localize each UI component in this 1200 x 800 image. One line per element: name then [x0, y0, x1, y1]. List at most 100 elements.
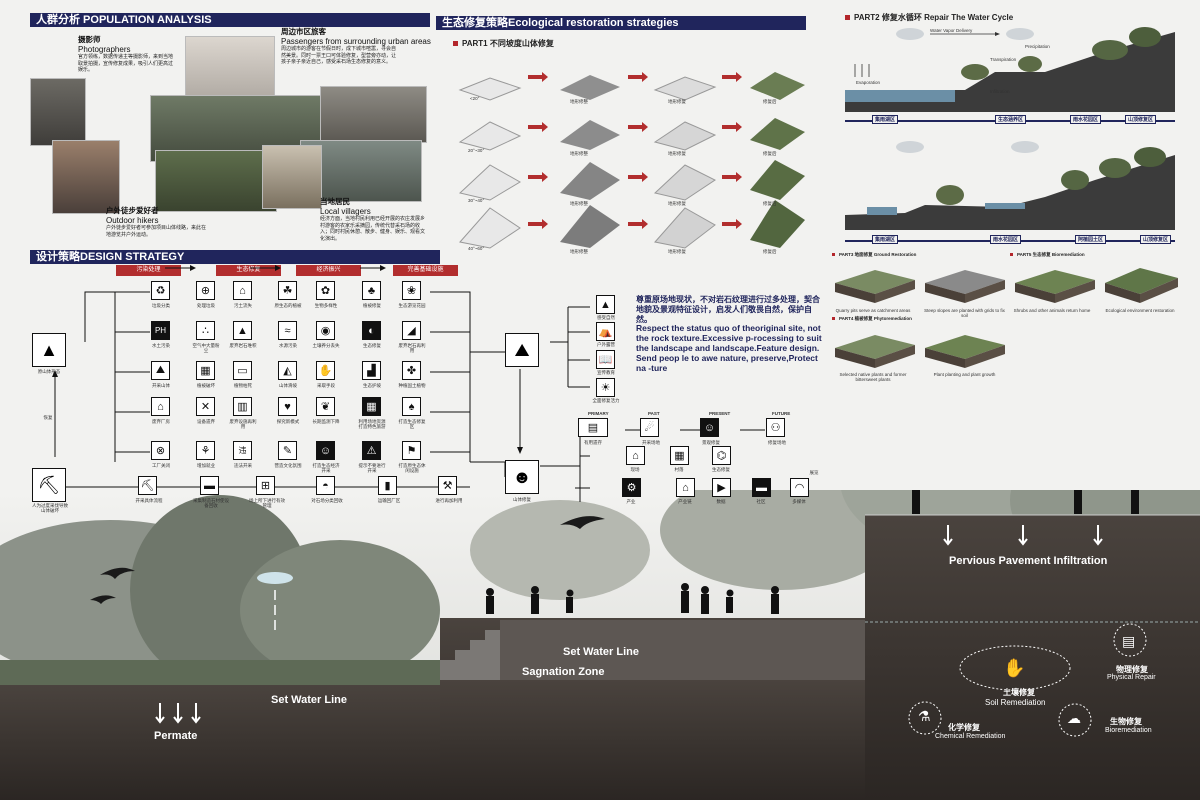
photographer-en: Photographers: [78, 45, 131, 54]
grid-icon-r5c4: ✎: [278, 441, 297, 460]
process-icon-2: ▬: [200, 476, 219, 495]
gl-r5c7: 打造原生态休闲设施: [398, 463, 426, 473]
part5-title: PART5 生态修复 Bioremediation: [1010, 252, 1085, 258]
grid-icon-r5c2: ⚘: [196, 441, 215, 460]
grid-icon-r1c7: ❀: [402, 281, 421, 300]
process-icon-5: ▮: [378, 476, 397, 495]
row1-lab2: 地形修复: [668, 99, 686, 104]
hiker-photo: [52, 140, 120, 214]
photographer-cn: 摄影师: [78, 35, 101, 44]
villager-block: 当地居民 Local villagers 经济方面，当地村民利用已经开展的农庄发…: [320, 196, 425, 242]
process-icon-6: ⚒: [438, 476, 457, 495]
water-cycle-diagram-bottom: [845, 141, 1175, 230]
photographer-block: 摄影师 Photographers 官方领练，数据传递主等摄影师，来到当地取景拍…: [78, 34, 173, 74]
category-ecology: 生态修复: [216, 265, 281, 276]
nature-feel-icon: ▲: [596, 295, 615, 314]
pervious-label: Pervious Pavement Infiltration: [949, 555, 1108, 567]
grid-icon-r1c1: ♻: [151, 281, 170, 300]
vitality-icon: ☀: [596, 378, 615, 397]
mountain-label: 原山体形态: [37, 369, 61, 374]
gl-r4c5: 长期监测下降: [312, 419, 340, 424]
flow-lab-8: 产业: [626, 499, 636, 504]
grid-icon-r2c6: ◐: [362, 321, 381, 340]
slope-restoration-grid: [458, 72, 805, 249]
wc-label-transp: Transpiration: [990, 57, 1017, 62]
grid-icon-r4c6: ▦: [362, 397, 381, 416]
grid-icon-r4c5: ❦: [316, 397, 335, 416]
flow-lab-6: 村落: [674, 467, 684, 472]
grid-icon-r4c2: ✕: [196, 397, 215, 416]
row2-lab2: 地形修复: [668, 151, 686, 156]
population-header: 人群分析 POPULATION ANALYSIS: [30, 13, 430, 27]
timeline-primary: PRIMARY: [588, 411, 609, 416]
physical-cn: 物理修复: [1116, 665, 1148, 674]
row1-lab3: 修复后: [763, 99, 777, 104]
hiker-block: 户外徒步爱好者 Outdoor hikers 户外徒步爱好者可参加项目山体线路，…: [106, 205, 206, 238]
process-icon-3: ⊞: [256, 476, 275, 495]
category-pollution: 污染处理: [116, 265, 181, 276]
fr-icon-6: ▶: [712, 478, 731, 497]
hiker-desc: 户外徒步爱好者可参加项目山体线路，来此在地游览并户外运动。: [106, 225, 207, 238]
bio-cn: 生物修复: [1110, 717, 1142, 726]
fr-icon-4: ⚙: [622, 478, 641, 497]
gl-r2c6: 生态修复: [363, 343, 381, 348]
gl-r4c2: 设备遗弃: [197, 419, 215, 424]
gl-r3c5: 采取手段: [317, 383, 335, 388]
physical-en: Physical Repair: [1107, 674, 1156, 681]
row3-lab1: 地形修整: [570, 201, 588, 206]
gl-r3c2: 植被破坏: [197, 383, 215, 388]
soil-remediation-icon: ✋: [1003, 658, 1026, 678]
restoration-blocks: [835, 268, 1178, 368]
grid-icon-r5c5: ☺: [316, 441, 335, 460]
gl-r1c4: 原生态的植被: [274, 303, 302, 308]
statement-cn: 尊重原场地现状，不对岩石纹理进行过多处理，契合地貌及景观特征设计，启发人们敬畏自…: [636, 295, 820, 324]
gl-r2c5: 土壤养分丢失: [312, 343, 340, 348]
gl-r5c2: 增加就业: [197, 463, 215, 468]
process-label-6: 进行再加利用: [435, 498, 463, 503]
process-icon-4: ◓: [316, 476, 335, 495]
grid-icon-r2c7: ◢: [402, 321, 421, 340]
villager-en: Local villagers: [320, 207, 371, 216]
seg1-b: 生态涵养区: [995, 115, 1027, 124]
wc-label-precip: Precipitation: [1025, 44, 1050, 49]
process-label-3: 场上所下进行有效管理: [249, 498, 285, 508]
gl-r2c3: 废弃岩石堆积: [229, 343, 257, 348]
set-water-line-1: Set Water Line: [563, 646, 639, 658]
row3-lab3: 修复后: [763, 201, 777, 206]
flow-left-label: 山体修复: [513, 497, 531, 502]
seg1-c: 雨水花园区: [1070, 115, 1102, 124]
tourist-desc: 周边城市的游客在节假日时，成下城市喧嚣，寻会自然美景。同时一票王口可体验修复，型…: [281, 46, 397, 65]
right-icon-label-1: 感受自然: [597, 315, 615, 320]
gl-r1c6: 植被修复: [363, 303, 381, 308]
grid-icon-r2c3: ▲: [233, 321, 252, 340]
fr-icon-1: ⌂: [626, 446, 645, 465]
category-economy: 经济振兴: [296, 265, 361, 276]
flow-lab-3: 景观修复: [702, 440, 720, 445]
gl-r2c1: 水土污染: [152, 343, 170, 348]
cap4: Ecological environment restoration: [1105, 308, 1175, 313]
grid-icon-r5c1: ⊗: [151, 441, 170, 460]
cap5: Selected native plants and former bitter…: [839, 372, 907, 382]
landscape-section-illustration: [0, 490, 1200, 800]
grid-icon-r3c5: ✋: [316, 361, 335, 380]
cliff-photo: [320, 86, 427, 143]
seg1-d: 山顶修复区: [1125, 115, 1157, 124]
gl-r2c7: 废弃岩石再利用: [398, 343, 426, 353]
grid-icon-r4c4: ♥: [278, 397, 297, 416]
gl-r1c5: 生物多样性: [314, 303, 338, 308]
grid-icon-r2c5: ◉: [316, 321, 335, 340]
set-water-line-2: Set Water Line: [271, 694, 347, 706]
gl-r5c4: 营造文化氛围: [274, 463, 302, 468]
hiker-en: Outdoor hikers: [106, 216, 159, 225]
design-header: 设计策略DESIGN STRATEGY: [30, 250, 440, 264]
gl-r4c4: 探究新模式: [276, 419, 300, 424]
slope-label-3: 30°~40°: [468, 198, 485, 203]
row2-lab1: 地形修整: [570, 151, 588, 156]
chemical-en: Chemical Remediation: [935, 733, 1006, 740]
fr-icon-7: ▬: [752, 478, 771, 497]
statement-en: Respect the status quo of theoriginal si…: [636, 323, 822, 373]
grid-icon-r3c4: ◭: [278, 361, 297, 380]
grid-icon-r1c6: ♣: [362, 281, 381, 300]
tl-icon-4: ⚇: [766, 418, 785, 437]
grid-icon-r2c1: PH: [151, 321, 170, 340]
